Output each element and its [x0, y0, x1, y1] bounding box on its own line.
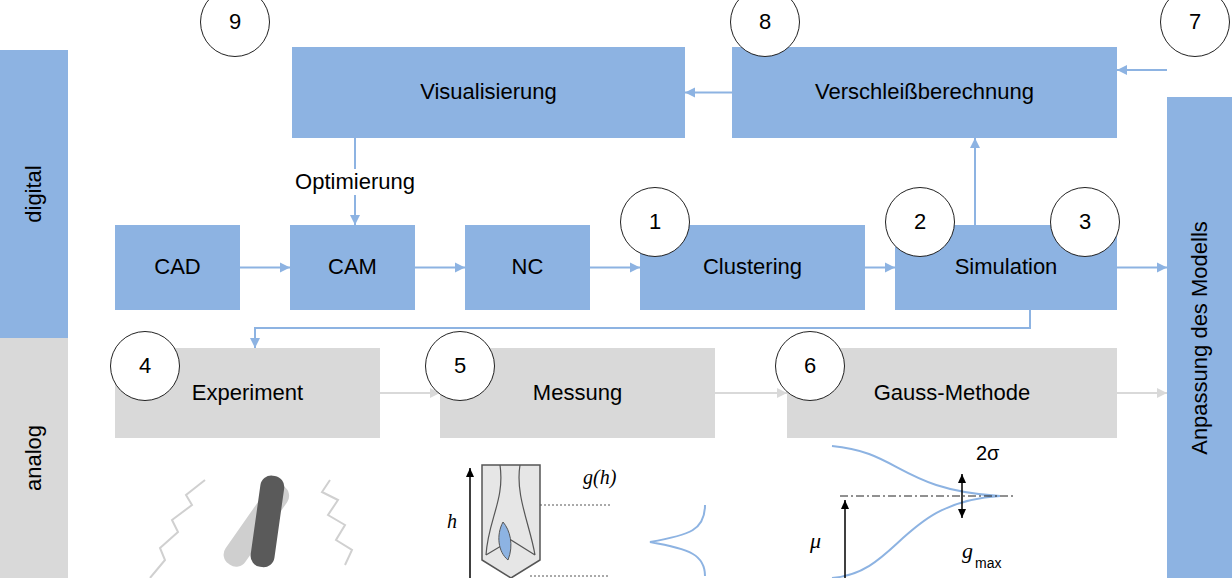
dimension-label: μ	[810, 528, 821, 554]
callout-number: 8	[759, 9, 771, 35]
node-label: Anpassung des Modells	[1187, 221, 1213, 455]
connector-arrow	[255, 310, 1030, 348]
connector-arrow	[380, 392, 440, 394]
node-label: Messung	[533, 380, 622, 406]
process-band: Anpassung des Modells	[1167, 97, 1232, 578]
callout-number: 5	[454, 353, 466, 379]
dimension-label: 2σ	[976, 442, 999, 465]
callout-circle: 1	[620, 187, 690, 257]
node-label: Visualisierung	[420, 79, 557, 105]
callout-number: 1	[649, 209, 661, 235]
node-label: Gauss-Methode	[874, 380, 1031, 406]
callout-number: 9	[229, 9, 241, 35]
callout-number: 3	[1079, 209, 1091, 235]
connector-arrow	[685, 92, 732, 94]
milling-illustration	[150, 474, 352, 578]
callout-circle: 2	[885, 187, 955, 257]
callout-circle: 3	[1050, 187, 1120, 257]
region-band: analog	[0, 338, 68, 578]
callout-number: 6	[804, 353, 816, 379]
node-label: Clustering	[703, 254, 802, 280]
gauss-illustration	[832, 446, 1015, 578]
process-box: Visualisierung	[292, 47, 685, 138]
edge-label: Optimierung	[292, 169, 418, 195]
callout-number: 4	[139, 353, 151, 379]
drill-illustration	[470, 465, 705, 578]
dimension-label: h	[447, 510, 457, 533]
formula-label: g	[962, 538, 973, 564]
connector-arrow	[590, 267, 640, 269]
node-label: digital	[21, 165, 47, 222]
callout-circle: 5	[425, 331, 495, 401]
connector-arrow	[715, 392, 787, 394]
connector-arrow	[1117, 267, 1167, 269]
node-label: NC	[512, 254, 544, 280]
node-label: CAM	[328, 254, 377, 280]
connector-arrow	[1117, 69, 1167, 71]
callout-circle: 6	[775, 331, 845, 401]
node-label: Verschleißberechnung	[815, 79, 1034, 105]
node-label: Experiment	[192, 380, 303, 406]
connector-arrow	[974, 138, 976, 225]
process-box: CAM	[290, 225, 415, 310]
process-box: Verschleißberechnung	[732, 47, 1117, 138]
connector-arrow	[415, 267, 465, 269]
callout-number: 7	[1189, 9, 1201, 35]
callout-circle: 7	[1160, 0, 1230, 57]
formula-subscript: max	[975, 555, 1001, 571]
callout-circle: 4	[110, 331, 180, 401]
connector-arrow	[240, 267, 290, 269]
process-box: CAD	[115, 225, 240, 310]
node-label: Simulation	[955, 254, 1058, 280]
connector-arrow	[865, 267, 895, 269]
formula-label: g(h)	[583, 466, 616, 489]
process-box: NC	[465, 225, 590, 310]
region-band: digital	[0, 50, 68, 338]
callout-circle: 9	[200, 0, 270, 57]
connector-arrow	[1117, 392, 1167, 394]
callout-number: 2	[914, 209, 926, 235]
node-label: CAD	[154, 254, 200, 280]
node-label: analog	[21, 425, 47, 491]
